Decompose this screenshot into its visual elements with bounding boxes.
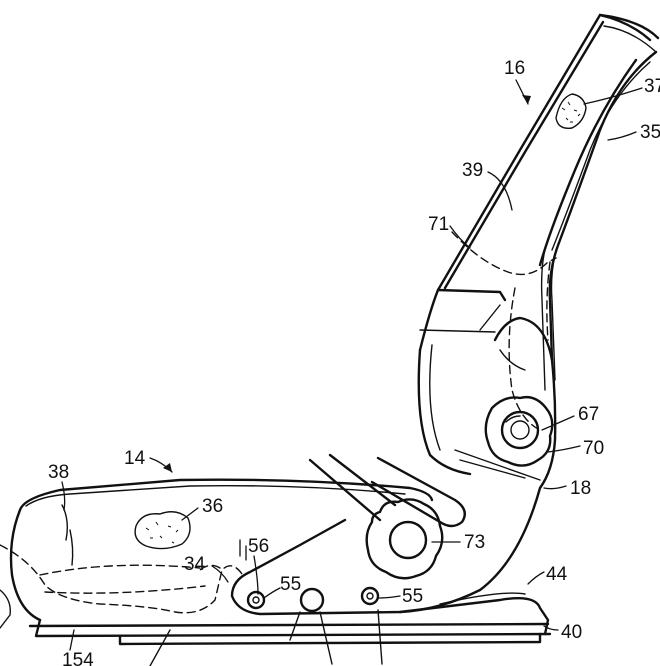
- label-14: 14: [124, 448, 146, 469]
- label-71: 71: [428, 214, 449, 235]
- texture-patch-36: [134, 511, 191, 550]
- label-55-left: 55: [280, 574, 301, 595]
- label-39: 39: [462, 160, 483, 181]
- label-67: 67: [578, 404, 599, 425]
- label-73: 73: [464, 532, 485, 553]
- bolt-55-right: [360, 586, 380, 606]
- label-36: 36: [202, 496, 223, 517]
- texture-dots-37: [561, 101, 581, 123]
- backrest: [417, 13, 660, 476]
- label-16: 16: [504, 58, 525, 79]
- side-bracket: [230, 316, 557, 616]
- seat-cushion: [9, 478, 552, 638]
- label-18: 18: [570, 478, 591, 499]
- recline-lever: [308, 453, 466, 580]
- label-56: 56: [248, 536, 269, 557]
- texture-dots-36: [145, 521, 179, 544]
- texture-patch-37: [555, 93, 587, 129]
- recliner-knob: [484, 395, 554, 467]
- base-rail: [118, 592, 550, 646]
- reference-labels: 16 37 35 39 71 67 70 18 14 38 36 56 34 5…: [48, 58, 660, 666]
- label-40: 40: [561, 622, 582, 643]
- label-70: 70: [583, 438, 604, 459]
- label-34: 34: [184, 554, 206, 575]
- bolt-55-left: [246, 590, 266, 610]
- label-35: 35: [640, 122, 660, 143]
- label-154: 154: [62, 650, 94, 666]
- label-55-right: 55: [402, 586, 423, 607]
- label-37: 37: [644, 76, 660, 97]
- pivot-boss: [299, 587, 325, 613]
- label-38: 38: [48, 462, 69, 483]
- label-44: 44: [546, 564, 568, 585]
- leader-lines: [61, 79, 643, 651]
